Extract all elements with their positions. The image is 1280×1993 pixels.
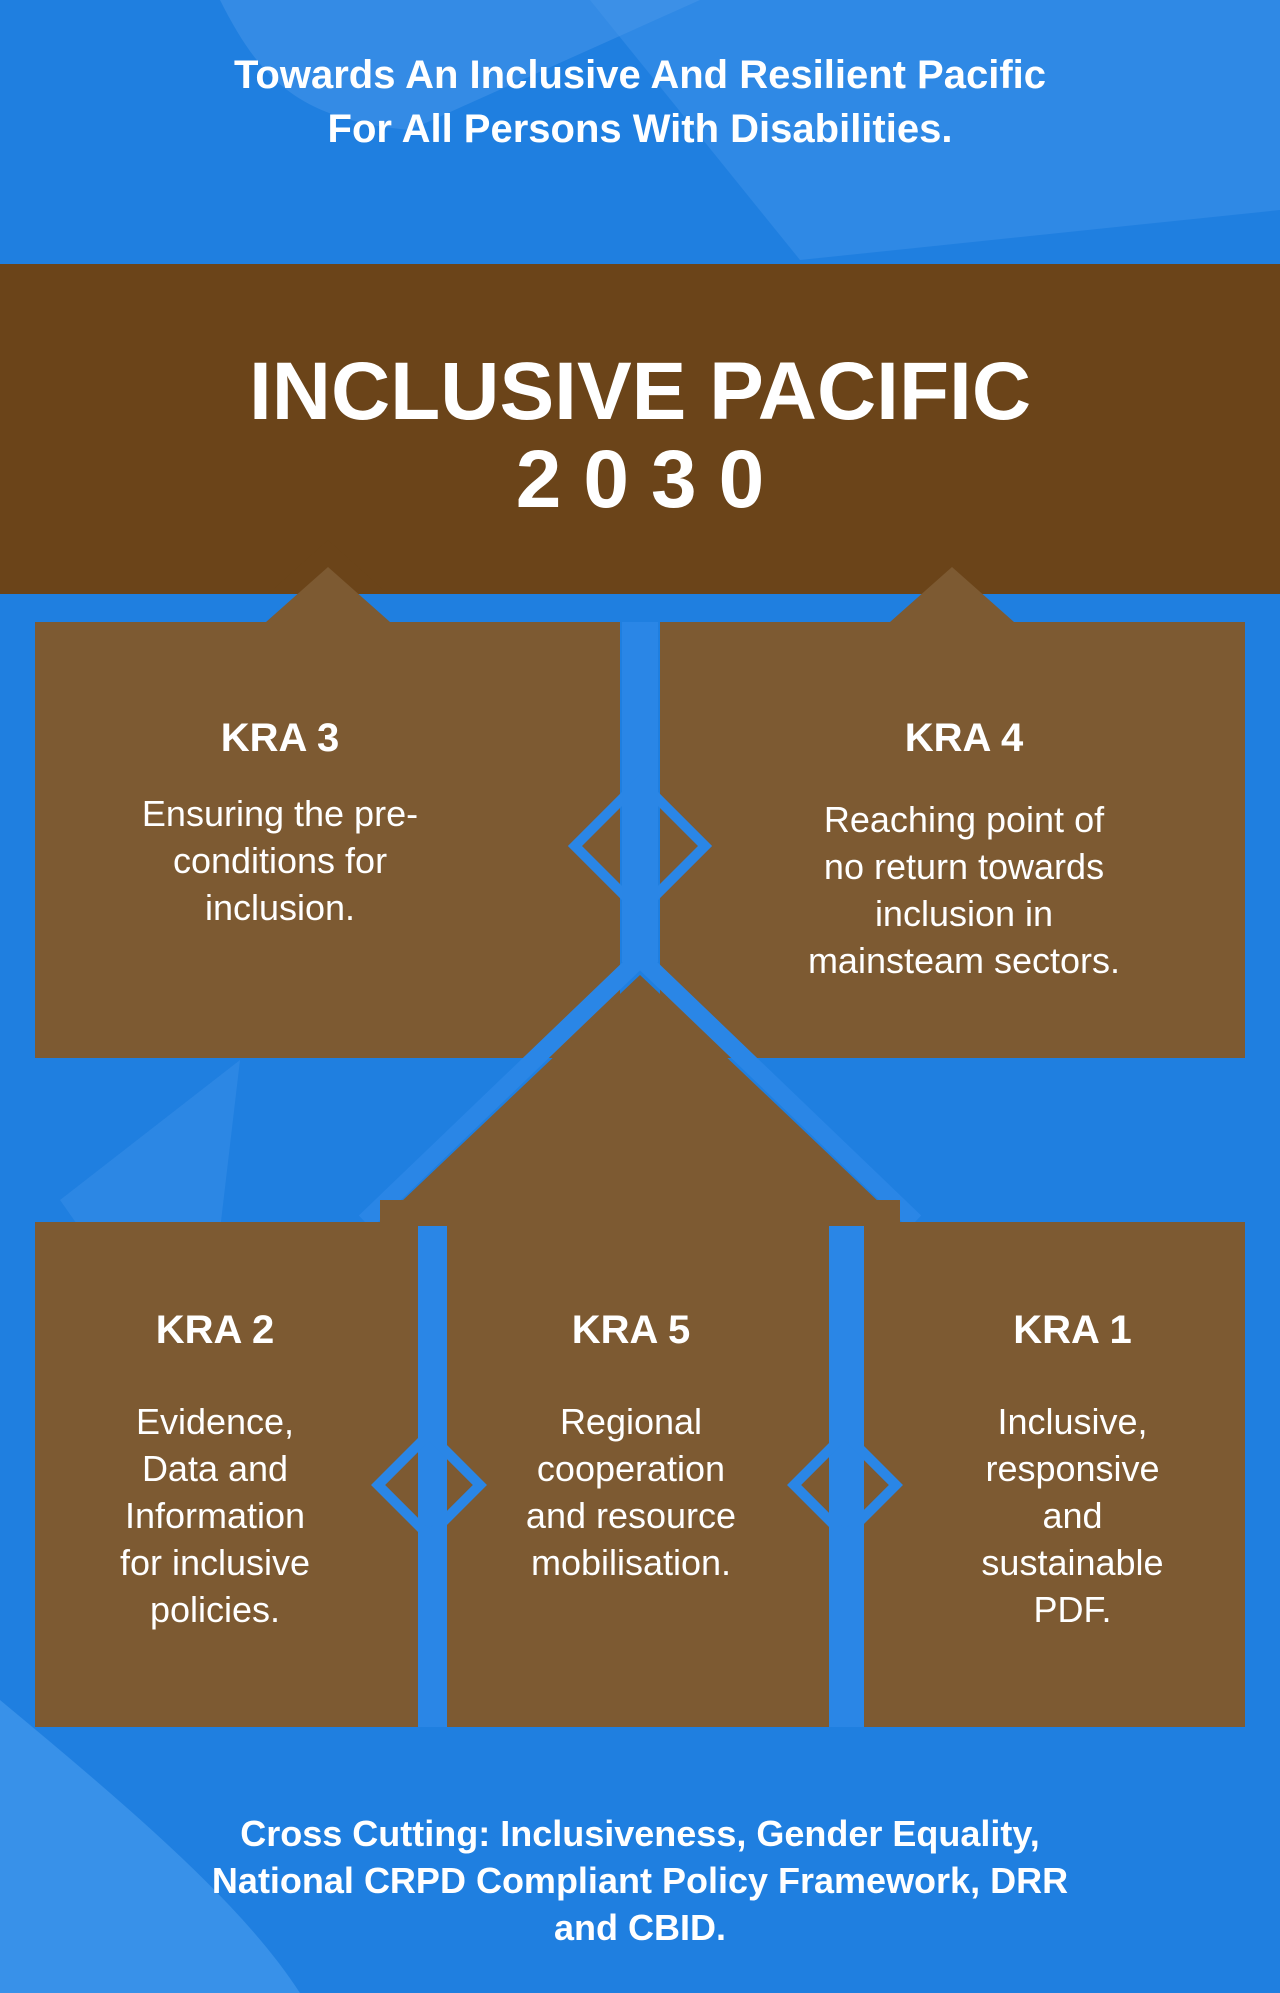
kra3-card: KRA 3 Ensuring the pre- conditions for i… [35, 714, 525, 931]
kra5-desc-line: Regional [559, 1401, 703, 1442]
kra4-desc-line: no return towards [823, 846, 1105, 887]
kra1-description: Inclusive, responsive and sustainable PD… [890, 1398, 1255, 1633]
kra2-desc-line: for inclusive [119, 1542, 311, 1583]
center-roof-shape [380, 975, 900, 1222]
roof-base-fill [380, 1200, 900, 1230]
title-banner [0, 264, 1280, 594]
kra2-description: Evidence, Data and Information for inclu… [35, 1398, 395, 1633]
cross-cutting-line-3: and CBID. [553, 1907, 726, 1948]
kra1-card: KRA 1 Inclusive, responsive and sustaina… [890, 1306, 1255, 1633]
kra1-desc-line: responsive [985, 1448, 1160, 1489]
kra2-desc-line: Information [124, 1495, 306, 1536]
kra5-box-shape [447, 1222, 829, 1727]
kra2-desc-line: Evidence, [135, 1401, 295, 1442]
kra4-box-shape [660, 567, 1245, 1058]
kra5-desc-line: and resource [525, 1495, 737, 1536]
background-swoosh-top-left [220, 0, 700, 130]
banner-title: INCLUSIVE PACIFIC 2030 [0, 348, 1280, 524]
kra3-desc-line: conditions for [172, 840, 388, 881]
kra4-description: Reaching point of no return towards incl… [714, 796, 1214, 984]
kra1-desc-line: and [1042, 1495, 1103, 1536]
kra2-desc-line: Data and [141, 1448, 289, 1489]
banner-year: 2030 [515, 434, 787, 525]
kra4-desc-line: inclusion in [874, 893, 1054, 934]
kra3-box-shape [35, 567, 620, 1058]
kra4-desc-line: mainsteam sectors. [807, 940, 1121, 981]
diamond-bottom-right [787, 1427, 903, 1543]
kra5-desc-line: cooperation [536, 1448, 726, 1489]
header-line-2: For All Persons With Disabilities. [327, 107, 953, 151]
diamond-bottom-left [371, 1427, 487, 1543]
kra1-desc-line: PDF. [1033, 1589, 1112, 1630]
header-tagline: Towards An Inclusive And Resilient Pacif… [0, 48, 1280, 156]
kra1-desc-line: Inclusive, [997, 1401, 1148, 1442]
kra1-label: KRA 1 [1013, 1308, 1132, 1352]
kra5-card: KRA 5 Regional cooperation and resource … [447, 1306, 815, 1586]
kra1-box-shape [864, 1222, 1245, 1727]
kra2-label: KRA 2 [155, 1308, 275, 1352]
separator-left [418, 1226, 447, 1727]
separator-right [829, 1226, 864, 1727]
kra4-desc-line: Reaching point of [823, 799, 1105, 840]
kra3-description: Ensuring the pre- conditions for inclusi… [35, 790, 525, 931]
cross-cutting-line-1: Cross Cutting: Inclusiveness, Gender Equ… [240, 1813, 1040, 1854]
kra5-description: Regional cooperation and resource mobili… [447, 1398, 815, 1586]
header-line-1: Towards An Inclusive And Resilient Pacif… [233, 53, 1047, 97]
kra3-desc-line: inclusion. [204, 887, 356, 928]
kra4-card: KRA 4 Reaching point of no return toward… [714, 714, 1214, 984]
kra5-desc-line: mobilisation. [530, 1542, 732, 1583]
kra4-label: KRA 4 [904, 716, 1024, 760]
background-swoosh-bottom-left [0, 1700, 300, 1993]
kra2-box-shape [35, 1222, 418, 1727]
kra5-label: KRA 5 [571, 1308, 691, 1352]
background-swoosh-top [590, 0, 1280, 260]
kra2-desc-line: policies. [149, 1589, 281, 1630]
kra2-card: KRA 2 Evidence, Data and Information for… [35, 1306, 395, 1633]
kra3-label: KRA 3 [220, 716, 340, 760]
cross-cutting-text: Cross Cutting: Inclusiveness, Gender Equ… [0, 1810, 1280, 1951]
banner-title-text: INCLUSIVE PACIFIC [248, 346, 1032, 437]
cross-cutting-line-2: National CRPD Compliant Policy Framework… [211, 1860, 1069, 1901]
kra1-desc-line: sustainable [981, 1542, 1164, 1583]
kra3-desc-line: Ensuring the pre- [141, 793, 419, 834]
diamond-center-top [567, 773, 713, 919]
